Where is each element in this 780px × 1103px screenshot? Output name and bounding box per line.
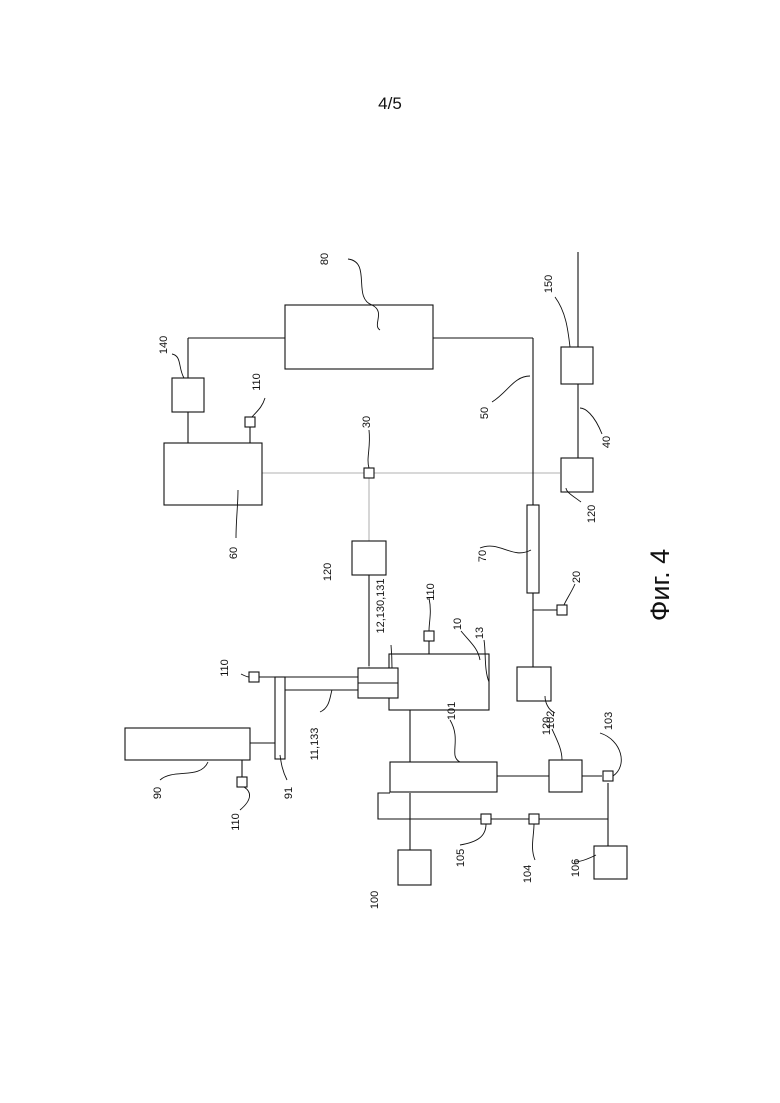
block-100 <box>398 850 431 885</box>
block-120-right <box>561 458 593 492</box>
block-150 <box>561 347 593 384</box>
block-120-low <box>517 667 551 701</box>
sensor-110-91 <box>249 672 259 682</box>
block-140 <box>172 378 204 412</box>
block-60 <box>164 443 262 505</box>
block-10 <box>389 654 489 710</box>
sensor-110-60 <box>245 417 255 427</box>
label-110: 110 <box>219 659 231 677</box>
label-110: 110 <box>230 813 242 831</box>
sensor-104 <box>529 814 539 824</box>
label-106: 106 <box>570 859 582 877</box>
sensor-30 <box>364 468 374 478</box>
label-104: 104 <box>522 865 534 883</box>
label-90: 90 <box>152 787 164 799</box>
sensor-105 <box>481 814 491 824</box>
label-13: 13 <box>474 627 486 639</box>
label-12-130-131: 12,130,131 <box>375 578 387 633</box>
label-60: 60 <box>228 547 240 559</box>
label-70: 70 <box>477 550 489 562</box>
label-11-133: 11,133 <box>309 728 321 761</box>
label-102: 102 <box>545 711 557 729</box>
label-110: 110 <box>425 583 437 601</box>
block-101 <box>390 762 497 792</box>
block-120-mid <box>352 541 386 575</box>
label-101: 101 <box>446 702 458 720</box>
label-103: 103 <box>603 712 615 730</box>
sensor-110-10 <box>424 631 434 641</box>
thin-connection-lines <box>262 473 560 668</box>
figure-caption: Фиг. 4 <box>645 549 675 621</box>
label-120: 120 <box>586 505 598 523</box>
block-70 <box>527 505 539 593</box>
sensor-20 <box>557 605 567 615</box>
label-40: 40 <box>601 436 613 448</box>
label-150: 150 <box>543 275 555 293</box>
label-100: 100 <box>369 891 381 909</box>
label-80: 80 <box>319 253 331 265</box>
block-106 <box>594 846 627 879</box>
label-20: 20 <box>571 571 583 583</box>
label-110: 110 <box>251 373 263 391</box>
sensor-110-90 <box>237 777 247 787</box>
block-91 <box>275 677 285 759</box>
label-10: 10 <box>452 618 464 630</box>
block-90 <box>125 728 250 760</box>
label-30: 30 <box>361 416 373 428</box>
label-120: 120 <box>322 563 334 581</box>
label-105: 105 <box>455 849 467 867</box>
block-80 <box>285 305 433 369</box>
sensor-103 <box>603 771 613 781</box>
label-50: 50 <box>479 407 491 419</box>
block-102 <box>549 760 582 792</box>
label-140: 140 <box>158 336 170 354</box>
label-91: 91 <box>283 787 295 799</box>
